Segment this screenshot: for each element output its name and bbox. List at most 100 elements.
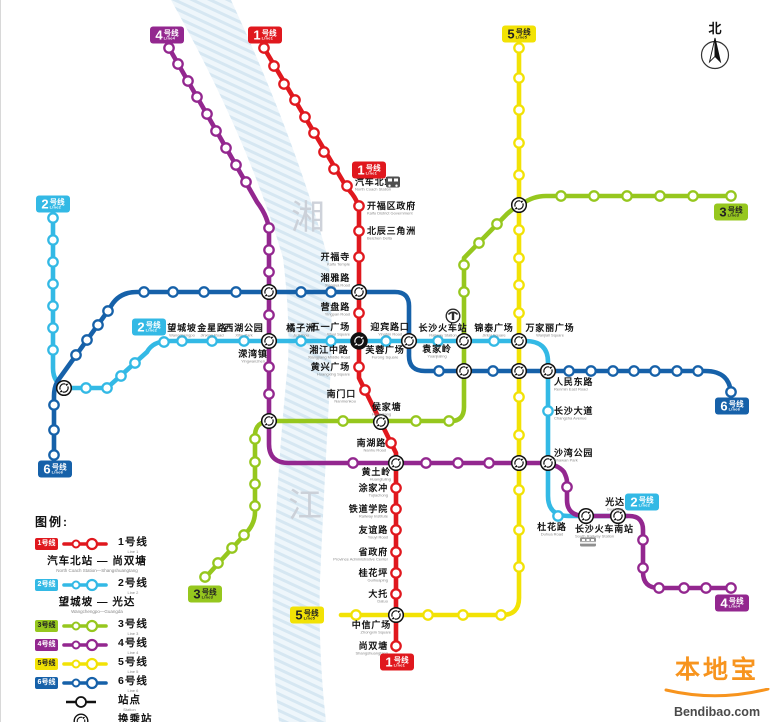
transfer-station-长沙火车站	[455, 332, 473, 350]
legend-sample	[62, 638, 108, 651]
station	[263, 388, 275, 400]
station-label-cn: 锦泰广场	[474, 322, 513, 333]
station-芙蓉广场	[380, 335, 392, 347]
legend-label-en: Station	[123, 706, 136, 712]
station	[700, 582, 712, 594]
station	[725, 582, 737, 594]
bus-icon	[386, 176, 400, 188]
station-label-cn: 西湖公园	[224, 322, 263, 333]
station	[649, 365, 661, 377]
station-label-cn: 北辰三角洲	[367, 225, 416, 236]
station-label-en: Yingwanzhen	[241, 359, 265, 364]
station-汽车北站	[341, 180, 353, 192]
station-label-cn: 大托	[368, 588, 388, 599]
station-label-en: Tujiachong	[369, 493, 388, 498]
station-label-cn: 金星路	[196, 322, 227, 333]
station	[513, 279, 525, 291]
station	[725, 386, 737, 398]
station-label-en: Juzizhou	[293, 333, 309, 338]
station	[81, 334, 93, 346]
station	[458, 259, 470, 271]
legend-sample	[62, 657, 108, 670]
station	[238, 529, 250, 541]
station-label-en: Guangda	[607, 507, 624, 512]
legend-badge-line5: 5号线	[35, 657, 58, 670]
station	[318, 146, 330, 158]
station	[263, 361, 275, 373]
station	[410, 415, 422, 427]
station	[240, 176, 252, 188]
station	[138, 286, 150, 298]
station-袁家岭	[432, 335, 444, 347]
station-label-en: Huangxing Square	[317, 372, 351, 377]
station-label-en: Province Administrative Center	[333, 557, 388, 562]
station	[452, 457, 464, 469]
legend-badge-line3: 3号线	[35, 619, 58, 632]
station	[483, 457, 495, 469]
station	[258, 42, 270, 54]
legend-title: 图例:	[35, 515, 69, 529]
station-label-cn: 省政府	[358, 546, 388, 557]
station-label-en: Wanjiali Square	[536, 333, 565, 338]
station-label-cn: 中信广场	[352, 619, 391, 630]
station	[263, 266, 275, 278]
station-label-cn: 长沙大道	[554, 405, 593, 416]
station	[513, 484, 525, 496]
station	[607, 365, 619, 377]
station	[48, 449, 60, 461]
station-label-en: Yingpan Road	[325, 312, 350, 317]
station	[182, 75, 194, 87]
station-label-en: Houjiatang	[372, 412, 391, 417]
station	[513, 72, 525, 84]
station-label-en: Beichen Delta	[367, 236, 393, 241]
station-label-en: Nanhu Road	[364, 448, 386, 453]
station	[621, 190, 633, 202]
station	[48, 424, 60, 436]
station-南门口	[359, 384, 371, 396]
legend-label-en: Line 2	[127, 589, 139, 595]
station-label-cn: 长沙火车南站	[575, 523, 634, 534]
legend-sample	[66, 695, 96, 708]
legend-badge-line1: 1号线	[35, 537, 58, 550]
station-营盘路	[353, 307, 365, 319]
station	[47, 300, 59, 312]
compass: 北	[700, 21, 730, 70]
station-北辰三角洲	[353, 225, 365, 237]
station	[422, 609, 434, 621]
legend-label-cn: 5号线	[118, 655, 148, 668]
station-label-en: Jintai Square	[482, 333, 506, 338]
transfer-station-迎宾路口	[400, 332, 418, 350]
station-label-cn: 涂家冲	[359, 482, 388, 493]
transfer-station-光达	[609, 507, 627, 525]
station-label-en: Yingbin Road	[378, 332, 402, 337]
station-label-en: Zhongxin Square	[361, 630, 392, 635]
station-label-en: Nanmenkou	[334, 399, 356, 404]
station-label-cn: 人民东路	[553, 376, 593, 387]
station	[654, 190, 666, 202]
station	[47, 234, 59, 246]
station-南湖路	[385, 437, 397, 449]
station	[163, 42, 175, 54]
station-label-en: Shangshuangtang	[356, 651, 388, 656]
station	[102, 305, 114, 317]
bendibao-logo: 本地宝 Bendibao.com	[661, 650, 773, 719]
station	[47, 212, 59, 224]
station	[458, 286, 470, 298]
station-label-cn: 五一广场	[311, 321, 350, 332]
station	[671, 365, 683, 377]
station-铁道学院	[390, 503, 402, 515]
station	[563, 365, 575, 377]
station-label-en: Xiangjiang Middle Road	[308, 355, 350, 360]
station-label-en: Datuo	[377, 599, 388, 604]
station	[585, 365, 597, 377]
